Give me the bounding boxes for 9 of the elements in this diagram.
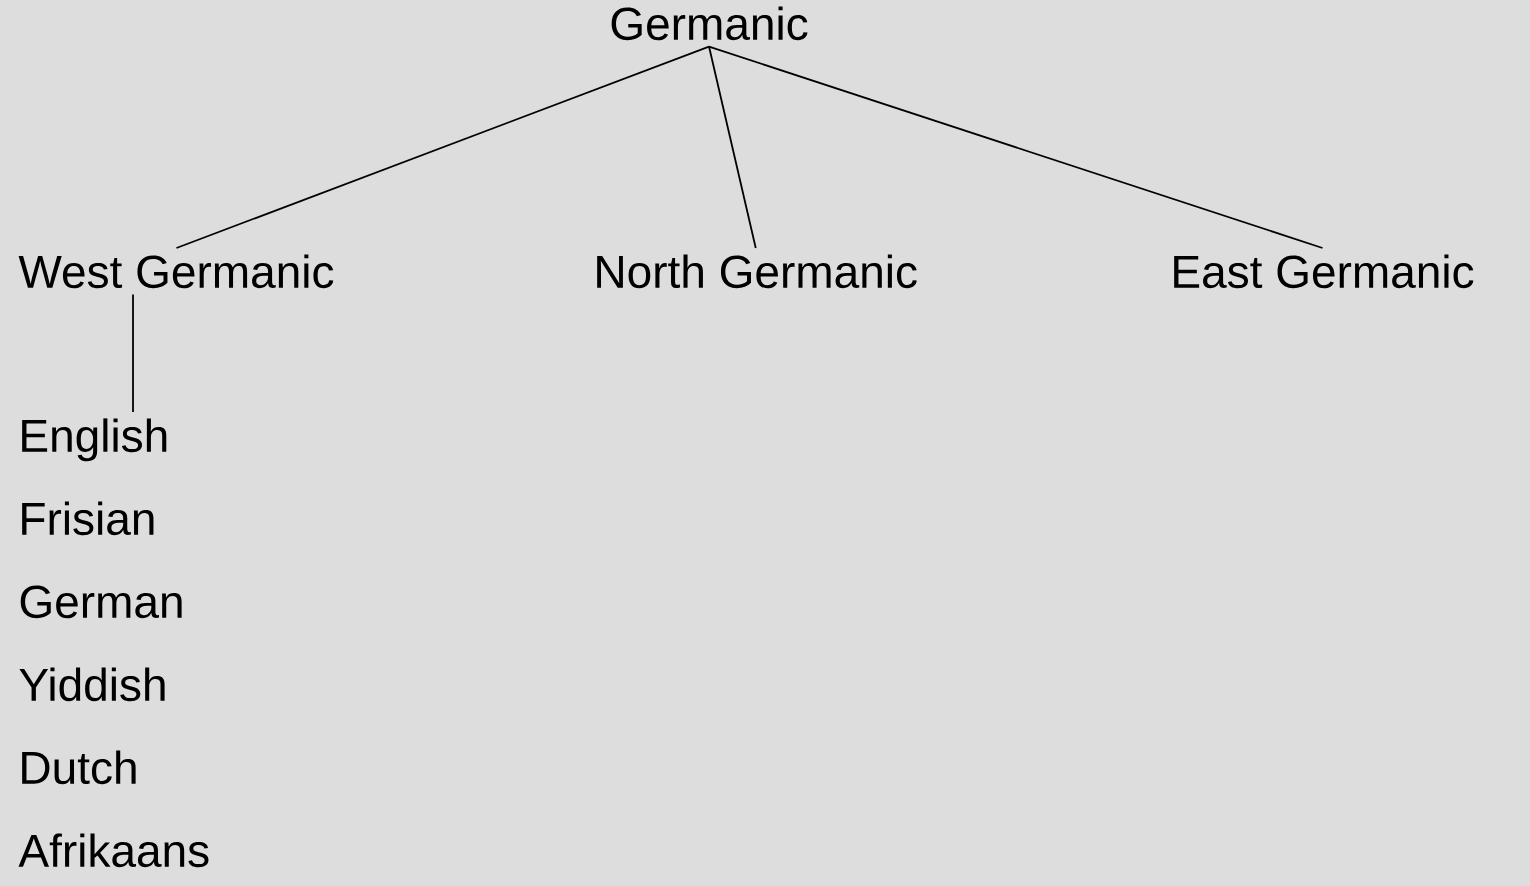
connector-line	[175, 45, 710, 249]
language-label: West Germanic	[18, 254, 334, 289]
language-list: English Frisian German Yiddish Dutch Afrikaans	[18, 418, 209, 868]
connector-line	[708, 45, 1324, 249]
language-label: Germanic	[611, 6, 808, 41]
language-label: East Germanic	[1174, 254, 1474, 289]
connector-line	[132, 293, 134, 413]
language-label: North Germanic	[597, 254, 917, 289]
connector-line	[708, 45, 757, 249]
